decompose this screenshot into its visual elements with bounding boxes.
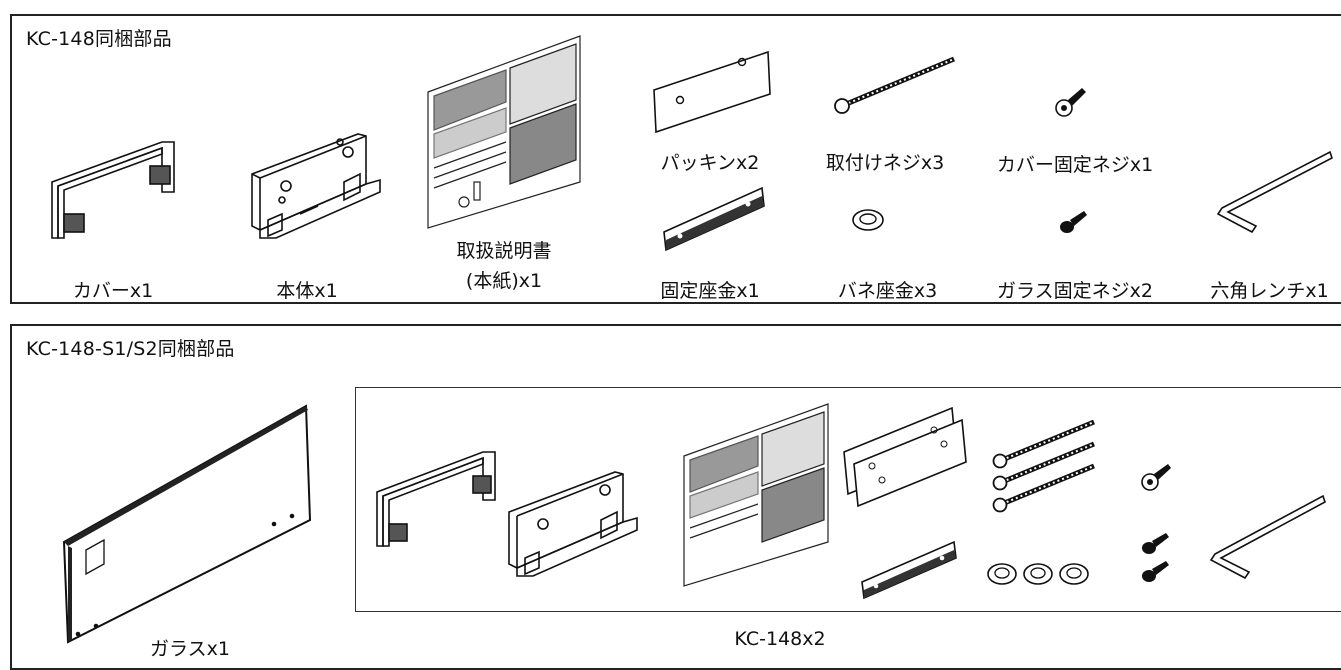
mounting-screw-label: 取付けネジx3 (825, 152, 945, 174)
kc148-parts-panel (10, 14, 1341, 304)
cover-screw-icon (1055, 88, 1086, 117)
glass-screw-label: ガラス固定ネジx2 (997, 280, 1153, 302)
kit-cover-frame-icon (376, 451, 496, 547)
kit-glass-screws-icon (1142, 533, 1169, 582)
mounting-screw-icon (834, 56, 955, 114)
manual-sheet-icon (427, 35, 581, 229)
manual-label: 取扱説明書 (本紙)x1 (456, 240, 552, 292)
hex-wrench-icon (1216, 150, 1333, 234)
cover-label: カバーx1 (72, 280, 154, 302)
kc148-kit-box (355, 387, 1341, 612)
spring-washer-icon (852, 209, 884, 231)
fixing-washer-plate-icon (663, 186, 765, 252)
kit-label: KC-148x2 (734, 628, 826, 650)
kit-hex-wrench-icon (1209, 494, 1326, 580)
cover-screw-label: カバー固定ネジx1 (996, 154, 1154, 176)
glass-label: ガラスx1 (150, 638, 230, 660)
kc148-parts-title: KC-148同梱部品 (26, 28, 172, 50)
fixing-washer-label: 固定座金x1 (660, 280, 760, 302)
glass-panel-icon (62, 404, 312, 644)
kit-main-body-icon (508, 471, 638, 577)
kit-fixing-washer-plate-icon (861, 540, 957, 600)
kit-manual-sheet-icon (683, 403, 829, 587)
kc148-s1s2-parts-title: KC-148-S1/S2同梱部品 (26, 338, 235, 360)
kit-cover-screw-icon (1141, 464, 1171, 491)
spring-washer-label: バネ座金x3 (837, 280, 938, 302)
glass-screw-icon (1060, 211, 1087, 233)
kit-gaskets-icon (843, 406, 967, 508)
gasket-icon (653, 50, 771, 134)
hex-wrench-label: 六角レンチx1 (1210, 280, 1329, 302)
cover-frame-icon (51, 141, 175, 239)
kit-spring-washers-icon (987, 563, 1089, 585)
main-body-label: 本体x1 (276, 280, 338, 302)
kit-mounting-screws-icon (992, 419, 1095, 513)
main-body-icon (251, 133, 381, 239)
gasket-label: パッキンx2 (660, 152, 760, 174)
